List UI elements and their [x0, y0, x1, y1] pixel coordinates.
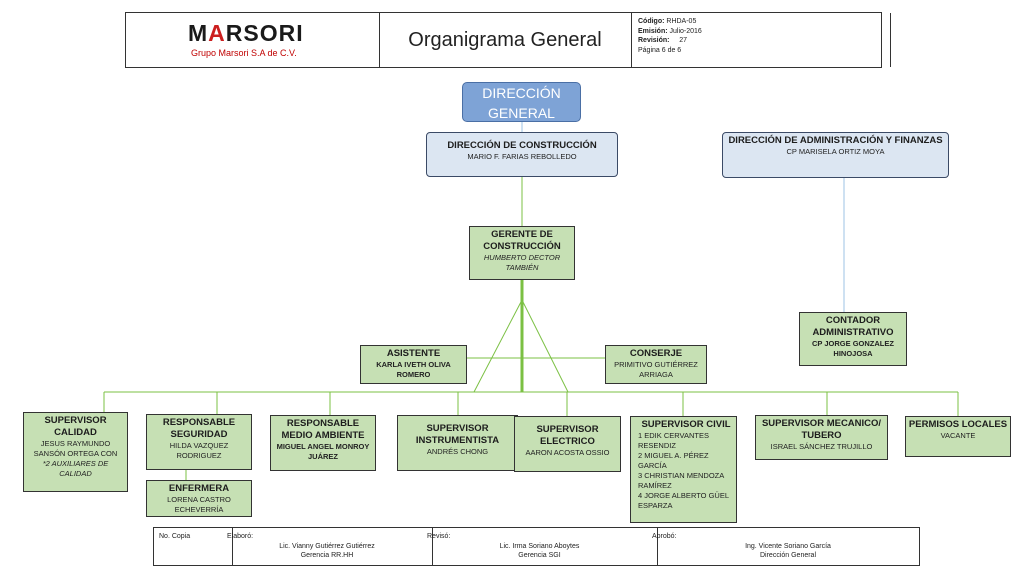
gerente-name: HUMBERTO DECTOR TAMBIÉN: [483, 253, 561, 272]
sup-civil-person-3: 3 CHRISTIAN MENDOZA RAMÍREZ: [638, 471, 724, 490]
dir-construccion-title: DIRECCIÓN DE CONSTRUCCIÓN: [447, 140, 597, 151]
resp-seguridad-title: RESPONSABLE SEGURIDAD: [162, 417, 236, 440]
aprobo-name: Ing. Vicente Soriano García: [745, 542, 831, 550]
aprobo-label: Aprobó:: [652, 533, 677, 540]
revision-value: 27: [679, 37, 688, 44]
conserje-box: CONSERJE PRIMITIVO GUTIÉRREZ ARRIAGA: [605, 345, 707, 384]
sup-instrumentista-name: ANDRÉS CHONG: [426, 447, 489, 456]
sup-calidad-name: JESUS RAYMUNDO SANSÓN ORTEGA CON: [33, 439, 118, 458]
dir-administracion-box: DIRECCIÓN DE ADMINISTRACIÓN Y FINANZAS C…: [722, 132, 949, 178]
sup-electrico-box: SUPERVISOR ELECTRICO AARON ACOSTA OSSIO: [514, 416, 621, 472]
aprobo-dept: Dirección General: [759, 552, 817, 559]
approval-footer: No. Copia Elaboró: Lic. Vianny Gutiérrez…: [153, 527, 920, 566]
resp-ambiente-box: RESPONSABLE MEDIO AMBIENTE MIGUEL ANGEL …: [270, 415, 376, 471]
permisos-title: PERMISOS LOCALES: [908, 419, 1008, 430]
sup-calidad-note: *2 AUXILIARES DE CALIDAD: [42, 459, 109, 478]
elaboro-label: Elaboró:: [227, 533, 254, 540]
sup-mecanico-box: SUPERVISOR MECANICO/ TUBERO ISRAEL SÁNCH…: [755, 415, 888, 460]
sup-civil-person-2: 2 MIGUEL A. PÉREZ GARCÍA: [638, 451, 709, 470]
supervisor-calidad-box: SUPERVISOR CALIDAD JESUS RAYMUNDO SANSÓN…: [23, 412, 128, 492]
contador-box: CONTADOR ADMINISTRATIVO CP JORGE GONZALE…: [799, 312, 907, 366]
sup-electrico-name: AARON ACOSTA OSSIO: [525, 448, 610, 457]
sup-calidad-title: SUPERVISOR CALIDAD: [44, 415, 107, 438]
codigo-label: Código:: [638, 18, 665, 25]
sup-civil-box: SUPERVISOR CIVIL 1 EDIK CERVANTES RESEND…: [630, 416, 737, 523]
enfermera-box: ENFERMERA LORENA CASTRO ECHEVERRÍA: [146, 480, 252, 517]
dir-administracion-title: DIRECCIÓN DE ADMINISTRACIÓN Y FINANZAS: [728, 135, 943, 146]
conserje-title: CONSERJE: [629, 348, 683, 359]
logo-cell: MARSORI Grupo Marsori S.A de C.V.: [126, 13, 380, 67]
logo-letter-m: M: [188, 20, 209, 46]
reviso-name: Lic. Irma Soriano Aboytes: [499, 542, 580, 550]
elaboro-dept: Gerencia RR.HH: [300, 552, 354, 559]
resp-ambiente-name: MIGUEL ANGEL MONROY JUÁREZ: [276, 442, 370, 461]
footer-aprobo-cell: Aprobó: Ing. Vicente Soriano García Dire…: [647, 528, 929, 565]
copia-label: No. Copia: [159, 533, 191, 540]
footer-reviso-cell: Revisó: Lic. Irma Soriano Aboytes Gerenc…: [422, 528, 658, 565]
document-meta: Código: RHDA-05 Emisión: Julio-2016 Revi…: [631, 13, 891, 67]
codigo-value: RHDA-05: [666, 18, 697, 25]
conserje-name: PRIMITIVO GUTIÉRREZ ARRIAGA: [614, 360, 698, 379]
permisos-name: VACANTE: [940, 431, 976, 440]
title-cell: Organigrama General: [379, 13, 632, 67]
page-title: Organigrama General: [408, 29, 602, 51]
dir-administracion-name: CP MARISELA ORTIZ MOYA: [786, 147, 885, 156]
company-name: Grupo Marsori S.A de C.V.: [191, 48, 297, 58]
sup-mecanico-title: SUPERVISOR MECANICO/ TUBERO: [761, 418, 882, 441]
elaboro-name: Lic. Vianny Gutiérrez Gutiérrez: [279, 542, 375, 550]
direccion-general-title: DIRECCIÓN GENERAL: [482, 85, 561, 121]
enfermera-name: LORENA CASTRO ECHEVERRÍA: [167, 495, 231, 514]
gerente-title: GERENTE DE CONSTRUCCIÓN: [483, 229, 561, 252]
sup-civil-person-4: 4 JORGE ALBERTO GÜEL ESPARZA: [638, 491, 729, 510]
permisos-box: PERMISOS LOCALES VACANTE: [905, 416, 1011, 457]
footer-copia-cell: No. Copia: [154, 528, 233, 565]
enfermera-title: ENFERMERA: [168, 483, 230, 494]
resp-ambiente-title: RESPONSABLE MEDIO AMBIENTE: [281, 418, 365, 441]
sup-instrumentista-title: SUPERVISOR INSTRUMENTISTA: [415, 423, 500, 446]
footer-elaboro-cell: Elaboró: Lic. Vianny Gutiérrez Gutiérrez…: [222, 528, 433, 565]
direccion-general-box: DIRECCIÓN GENERAL: [462, 82, 581, 122]
sup-mecanico-name: ISRAEL SÁNCHEZ TRUJILLO: [770, 442, 873, 451]
logo-letters-rest: RSORI: [225, 20, 304, 46]
contador-name: CP JORGE GONZALEZ HINOJOSA: [812, 339, 894, 358]
sup-electrico-title: SUPERVISOR ELECTRICO: [536, 424, 599, 447]
resp-seguridad-box: RESPONSABLE SEGURIDAD HILDA VAZQUEZ RODR…: [146, 414, 252, 470]
marsori-logo: MARSORI: [188, 20, 304, 47]
pagina: Página 6 de 6: [638, 46, 682, 54]
logo-letter-a: A: [208, 20, 226, 46]
document-header: MARSORI Grupo Marsori S.A de C.V. Organi…: [125, 12, 891, 68]
revision-label: Revisión:: [638, 37, 670, 44]
dir-construccion-name: MARIO F. FARIAS REBOLLEDO: [467, 152, 577, 161]
emision-label: Emisión:: [638, 27, 668, 35]
sup-instrumentista-box: SUPERVISOR INSTRUMENTISTA ANDRÉS CHONG: [397, 415, 518, 471]
asistente-title: ASISTENTE: [386, 348, 441, 359]
gerente-construccion-box: GERENTE DE CONSTRUCCIÓN HUMBERTO DECTOR …: [469, 226, 575, 280]
asistente-name: KARLA IVETH OLIVA ROMERO: [376, 360, 451, 379]
reviso-label: Revisó:: [427, 533, 451, 540]
contador-title: CONTADOR ADMINISTRATIVO: [812, 315, 894, 338]
asistente-box: ASISTENTE KARLA IVETH OLIVA ROMERO: [360, 345, 467, 384]
dir-construccion-box: DIRECCIÓN DE CONSTRUCCIÓN MARIO F. FARIA…: [426, 132, 618, 177]
reviso-dept: Gerencia SGI: [518, 552, 561, 559]
resp-seguridad-name: HILDA VAZQUEZ RODRIGUEZ: [169, 441, 229, 460]
sup-civil-person-1: 1 EDIK CERVANTES RESENDIZ: [638, 431, 709, 450]
sup-civil-title: SUPERVISOR CIVIL: [641, 419, 731, 430]
emision-value: Julio-2016: [669, 27, 702, 35]
